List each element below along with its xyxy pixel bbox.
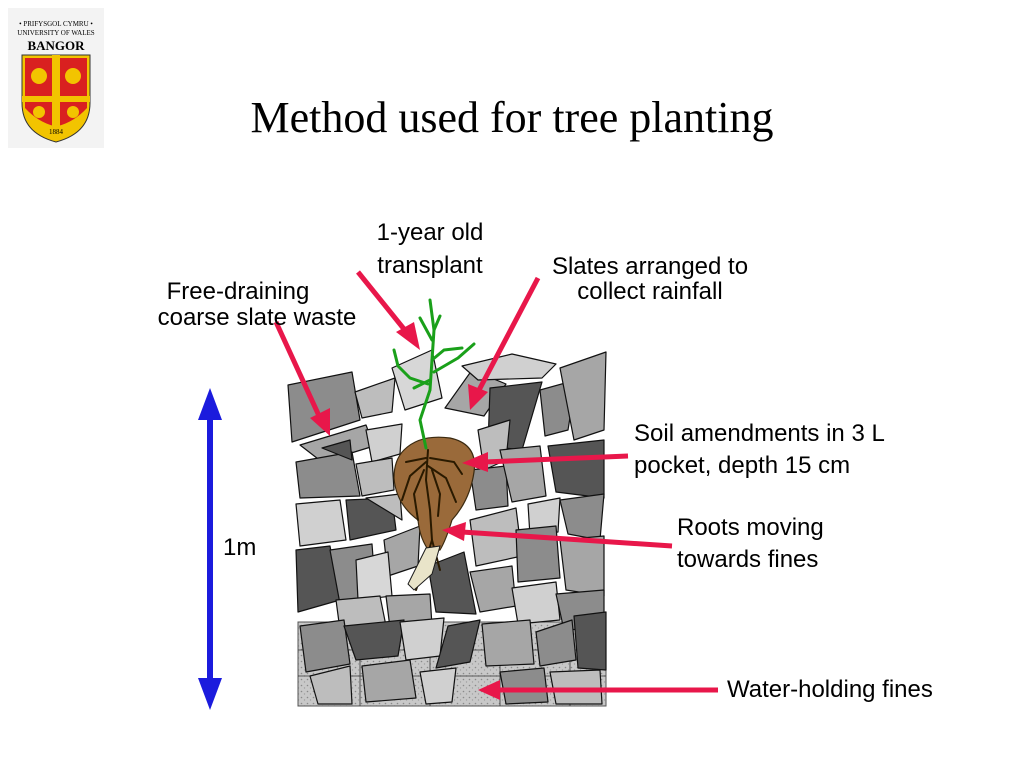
slate-waste-label-line1: Free-draining (166, 278, 310, 305)
logo-line1: • PRIFYSGOL CYMRU • (19, 20, 93, 28)
arrowhead-icon (462, 452, 488, 472)
roots-arrow (461, 529, 673, 549)
slates-label-line2: collect rainfall (577, 278, 723, 305)
logo-year: 1884 (49, 128, 64, 136)
slate-waste-label-line2: coarse slate waste (157, 304, 357, 331)
slate-waste (287, 349, 607, 705)
transplant-label-line2: transplant (377, 252, 483, 279)
arrowhead-icon (478, 680, 500, 700)
soil-label-line1: Soil amendments in 3 L (634, 420, 885, 447)
university-logo: • PRIFYSGOL CYMRU • UNIVERSITY OF WALES … (8, 8, 104, 148)
logo-line2: UNIVERSITY OF WALES (17, 29, 94, 37)
arrowhead-icon (310, 408, 330, 436)
scale-arrow (198, 388, 222, 710)
roots-label: Roots moving towards fines (677, 514, 824, 574)
scale-label: 1m (223, 534, 257, 561)
tree-seedling (392, 298, 476, 450)
soil-arrow (483, 453, 629, 465)
roots-label-line1: Roots moving (677, 514, 824, 541)
transplant-arrow (356, 270, 410, 336)
fines-label: Water-holding fines (727, 676, 933, 703)
slates-arrow (475, 276, 541, 394)
soil-pocket (393, 436, 476, 553)
callout-arrows (273, 270, 718, 700)
slate-waste-label: Free-draining coarse slate waste (122, 278, 392, 332)
logo-name: BANGOR (27, 38, 85, 53)
transplant-label: 1-year old transplant (340, 219, 520, 280)
transplant-label-line1: 1-year old (376, 219, 484, 246)
roots-label-line2: towards fines (677, 546, 819, 573)
slate-waste-arrow (273, 320, 323, 420)
slide-title: Method used for tree planting (250, 93, 774, 142)
arrowhead-icon (396, 322, 420, 350)
soil-label-line2: pocket, depth 15 cm (634, 452, 851, 479)
arrowhead-icon (442, 522, 466, 541)
soil-label: Soil amendments in 3 L pocket, depth 15 … (634, 420, 885, 480)
root-extension (407, 545, 441, 591)
shield-icon (21, 54, 91, 143)
slates-label: Slates arranged to collect rainfall (520, 253, 780, 306)
arrowhead-icon (468, 384, 488, 410)
slates-label-line1: Slates arranged to (551, 253, 749, 280)
